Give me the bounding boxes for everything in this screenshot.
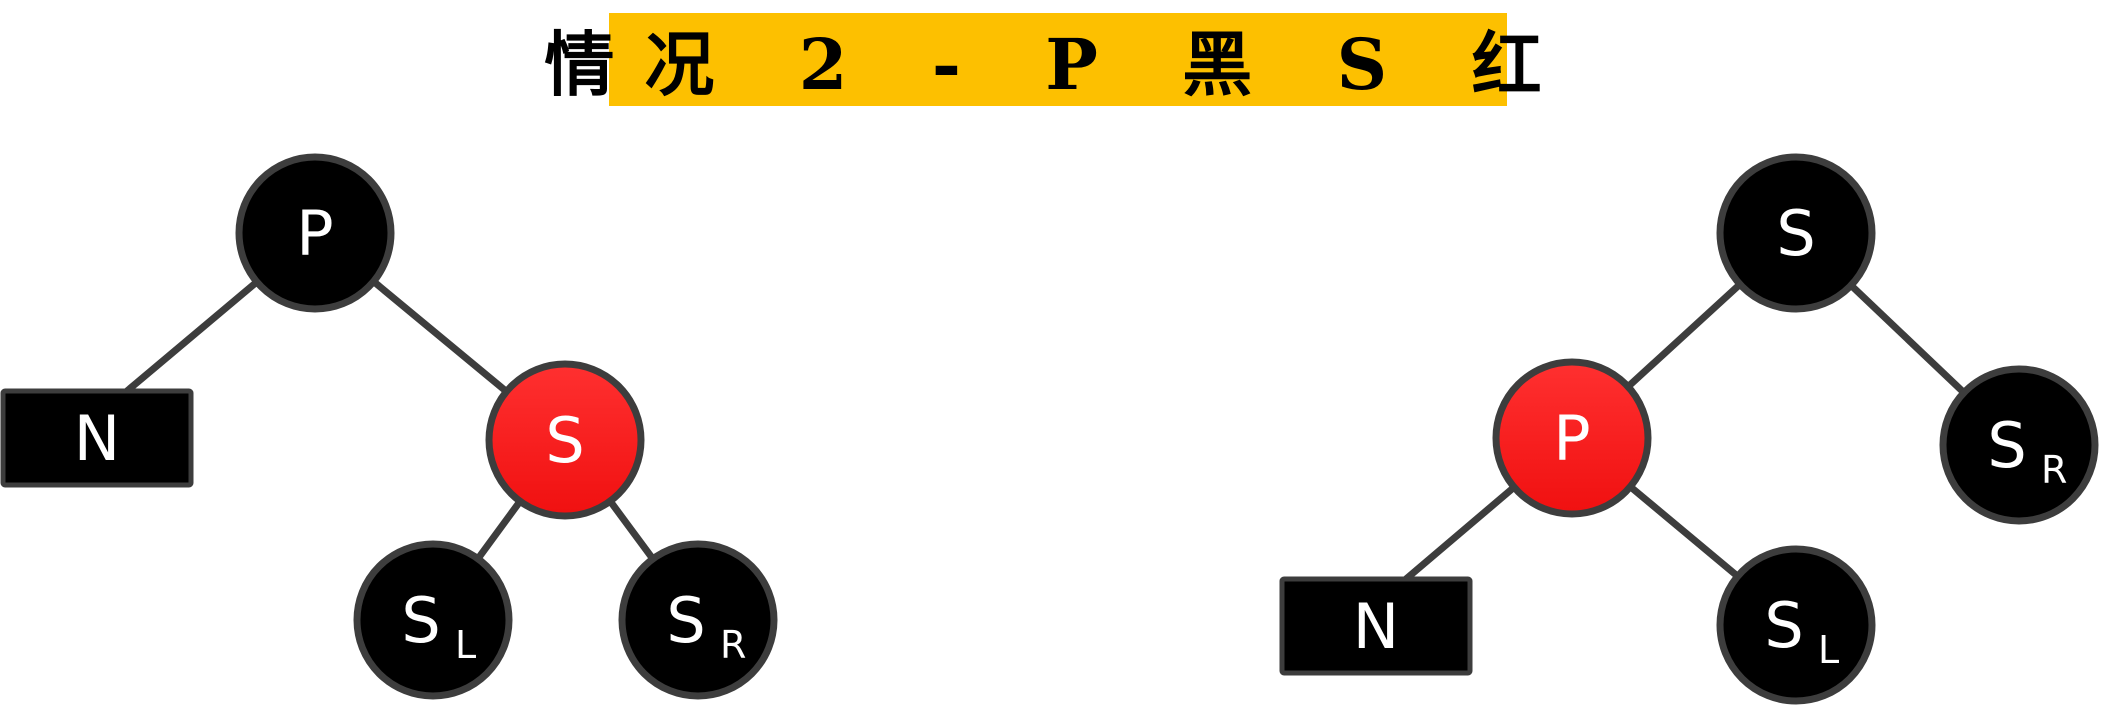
node-label: N bbox=[74, 402, 120, 475]
right-node-S: S bbox=[1716, 153, 1876, 313]
left-node-P: P bbox=[235, 153, 395, 313]
node-label: S bbox=[1776, 197, 1815, 270]
node-label: S bbox=[545, 404, 584, 477]
left-node-S: S bbox=[485, 360, 645, 520]
node-label: S bbox=[666, 584, 705, 657]
right-node-N: N bbox=[1279, 576, 1473, 676]
node-label: N bbox=[1353, 590, 1399, 663]
node-subscript: R bbox=[2041, 448, 2067, 492]
node-label: P bbox=[1553, 402, 1590, 475]
node-label: S bbox=[1764, 589, 1803, 662]
left-node-N: N bbox=[0, 388, 194, 488]
right-node-P: P bbox=[1492, 358, 1652, 518]
title-text: 情况 2 - P 黑 S 红 bbox=[544, 23, 1572, 106]
node-subscript: R bbox=[720, 623, 746, 667]
node-label: P bbox=[296, 197, 333, 270]
node-subscript: L bbox=[455, 623, 476, 667]
node-label: S bbox=[1987, 409, 2026, 482]
node-subscript: L bbox=[1818, 628, 1839, 672]
node-label: S bbox=[401, 584, 440, 657]
title-banner: 情况 2 - P 黑 S 红 bbox=[544, 13, 1542, 106]
